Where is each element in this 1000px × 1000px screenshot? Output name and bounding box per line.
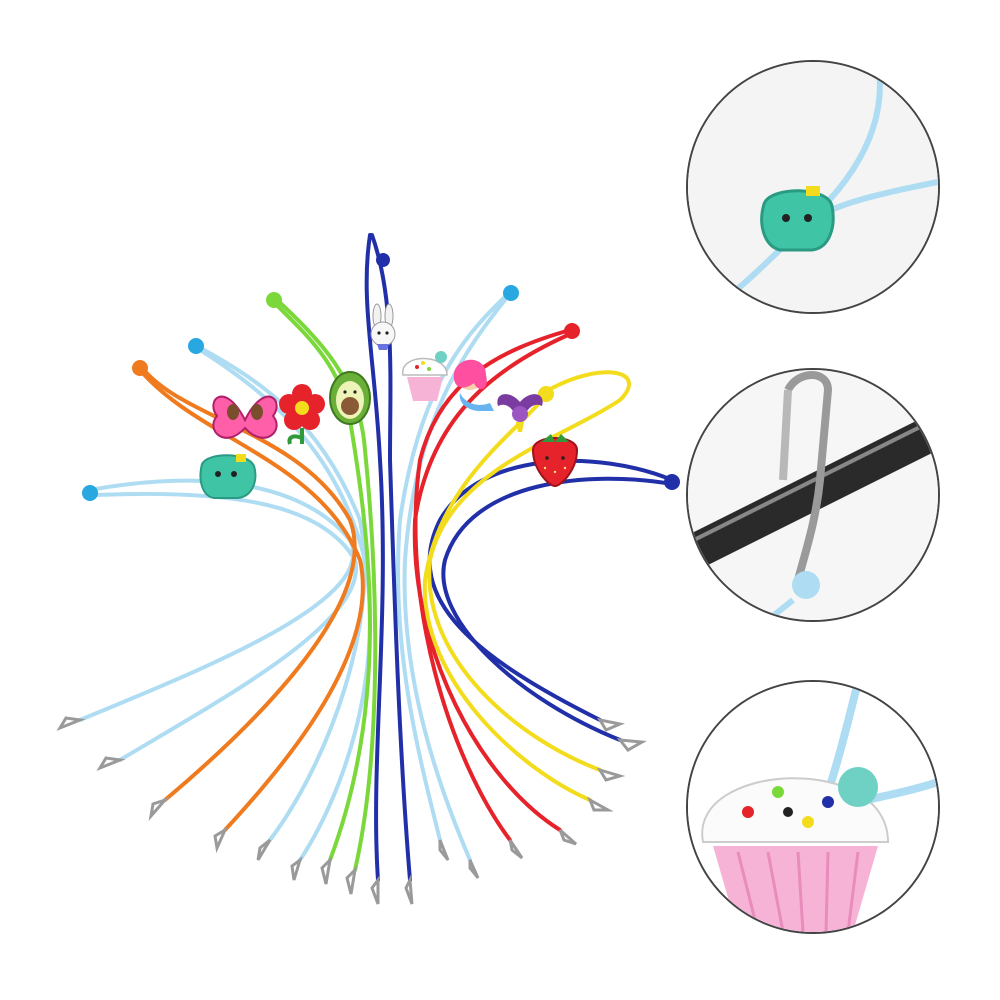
bat-charm bbox=[497, 394, 543, 432]
avocado-charm bbox=[329, 371, 371, 425]
butterfly-charm bbox=[212, 395, 278, 439]
cupcake-closeup-image bbox=[688, 682, 938, 932]
cupcake-icon bbox=[701, 767, 890, 932]
metal-clip-icon bbox=[784, 371, 833, 582]
clip-icons bbox=[56, 716, 647, 905]
dinosaur-closeup bbox=[686, 60, 940, 314]
dinosaur-charm bbox=[199, 454, 257, 499]
lanyard-bundle bbox=[56, 233, 680, 905]
clip-on-glasses-closeup bbox=[686, 368, 940, 622]
dinosaur-closeup-image bbox=[688, 62, 938, 312]
flower-charm bbox=[279, 384, 325, 445]
cupcake-charm bbox=[402, 351, 448, 401]
mermaid-charm bbox=[453, 359, 494, 411]
cupcake-closeup bbox=[686, 680, 940, 934]
cord-beads bbox=[82, 253, 680, 501]
bunny-charm bbox=[370, 303, 396, 350]
dinosaur-icon bbox=[760, 186, 835, 252]
strawberry-charm bbox=[531, 434, 579, 488]
clip-closeup-image bbox=[688, 370, 938, 620]
